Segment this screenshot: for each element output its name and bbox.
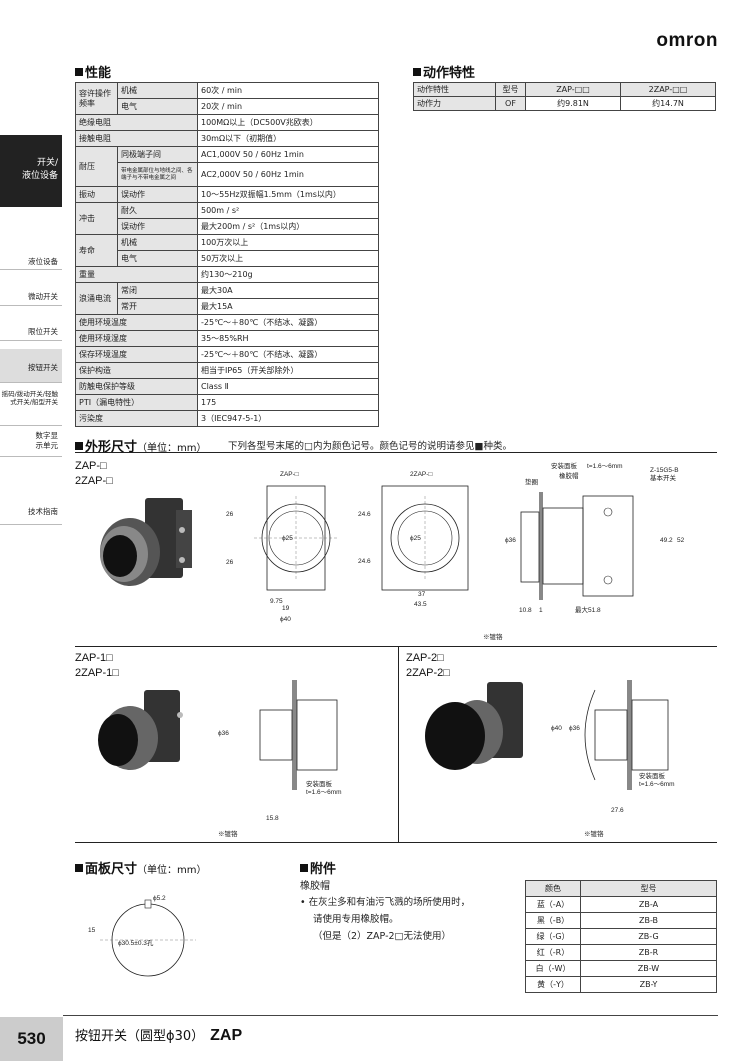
front-view-2zap: 2ZAP-□ 24.6 24.6 ϕ25 37 43.5 [358, 471, 469, 608]
accessory-heading: 附件 [300, 858, 336, 877]
sidebar-item-level[interactable]: 液位设备 [0, 243, 62, 270]
table-row: 黄（-Y）ZB-Y [525, 976, 717, 993]
side-view-zap: 安装面板 t=1.6～6mm 橡胶帽 垫圈 Z-15G5-B 基本开关 ϕ36 … [505, 461, 685, 614]
table-row: 黑（-B）ZB-B [525, 912, 717, 929]
panel-heading: 面板尺寸（单位：mm） [75, 858, 207, 877]
svg-text:橡胶帽: 橡胶帽 [559, 471, 579, 480]
svg-text:ZAP-□: ZAP-□ [280, 471, 299, 478]
svg-text:27.6: 27.6 [611, 807, 624, 814]
svg-text:ϕ5.2: ϕ5.2 [153, 895, 166, 902]
page-number: 530 [0, 1017, 63, 1061]
table-row: 绿（-G）ZB-G [525, 928, 717, 945]
plated-note-3: ※镀铬 [584, 831, 604, 838]
model-zap: ZAP-□2ZAP-□ [75, 460, 113, 487]
svg-text:19: 19 [282, 605, 290, 612]
side-view-zap-2: ϕ40 ϕ36 安装面板 t=1.6～6mm 27.6 [551, 680, 675, 814]
accessory-line-3: （但是（2）ZAP-2□无法使用） [313, 931, 452, 942]
svg-text:ϕ25: ϕ25 [282, 535, 293, 542]
model-zap-1: ZAP-1□2ZAP-1□ [75, 652, 119, 679]
svg-text:10.8: 10.8 [519, 607, 532, 614]
table-row: 蓝（-A）ZB-A [525, 896, 717, 913]
svg-text:ϕ40: ϕ40 [551, 725, 562, 732]
front-view-zap: ZAP-□ 26 26 ϕ25 9.75 19 ϕ40 [226, 471, 338, 623]
spec-heading: 性能 [75, 62, 111, 81]
sidebar-item-pushbutton[interactable]: 按钮开关 [0, 349, 62, 383]
dims-heading: 外形尺寸（单位：mm） [75, 436, 207, 455]
svg-text:43.5: 43.5 [414, 601, 427, 608]
dims-note: 下列各型号末尾的□内为颜色记号。颜色记号的说明请参见■种类。 [228, 441, 512, 452]
plated-note-2: ※镀铬 [218, 831, 238, 838]
table-row: 红（-R）ZB-R [525, 944, 717, 961]
svg-text:49.2: 49.2 [660, 537, 673, 544]
dims-rule-2 [75, 646, 717, 647]
svg-text:15: 15 [88, 927, 96, 934]
svg-text:基本开关: 基本开关 [650, 473, 677, 482]
accessory-line-2: 请使用专用橡胶帽。 [313, 914, 399, 925]
svg-text:ϕ36: ϕ36 [505, 537, 516, 544]
dims-rule-3 [75, 842, 717, 843]
svg-text:2ZAP-□: 2ZAP-□ [410, 471, 432, 478]
svg-text:t=1.6～6mm: t=1.6～6mm [587, 463, 623, 470]
svg-text:ϕ40: ϕ40 [280, 616, 291, 623]
svg-text:1: 1 [539, 607, 543, 614]
svg-text:t=1.6～6mm: t=1.6～6mm [306, 789, 342, 796]
model-zap-2: ZAP-2□2ZAP-2□ [406, 652, 450, 679]
sidebar-item-limit[interactable]: 限位开关 [0, 313, 62, 341]
dims-rule [75, 452, 717, 453]
svg-text:ϕ36: ϕ36 [218, 730, 229, 737]
sidebar-item-micro[interactable]: 微动开关 [0, 278, 62, 306]
svg-text:t=1.6～6mm: t=1.6～6mm [639, 781, 675, 788]
svg-text:安装面板: 安装面板 [551, 461, 578, 470]
accessory-line-1: • 在灰尘多和有油污飞溅的场所使用时， [300, 897, 471, 908]
sidebar-item-display[interactable]: 数字显示单元 [0, 429, 62, 457]
svg-text:9.75: 9.75 [270, 598, 283, 605]
switch-photo-2 [98, 690, 183, 770]
action-heading: 动作特性 [413, 62, 475, 81]
plated-note-1: ※镀铬 [483, 634, 503, 641]
table-row: 白（-W）ZB-W [525, 960, 717, 977]
svg-text:37: 37 [418, 591, 426, 598]
sidebar-item-toggle[interactable]: 摇码/拨动开关/轻触式开关/船型开关 [0, 388, 62, 426]
panel-cutout-drawing: ϕ5.2 15 ϕ30.5±0.3孔 [88, 895, 196, 977]
rubber-cap-table: 颜色型号 蓝（-A）ZB-A 黑（-B）ZB-B 绿（-G）ZB-G 红（-R）… [525, 880, 717, 993]
svg-text:26: 26 [226, 559, 234, 566]
svg-text:Z-15G5-B: Z-15G5-B [650, 467, 679, 474]
svg-text:ϕ36: ϕ36 [569, 725, 580, 732]
svg-text:安装面板: 安装面板 [639, 771, 666, 780]
svg-text:24.6: 24.6 [358, 511, 371, 518]
dims-divider [398, 646, 399, 842]
omron-logo: omron [656, 30, 718, 51]
sidebar-item-active[interactable]: 开关/ 液位设备 [0, 135, 62, 207]
svg-text:垫圈: 垫圈 [525, 477, 538, 486]
svg-text:15.8: 15.8 [266, 815, 279, 822]
footer-title: 按钮开关（圆型ϕ30）ZAP [75, 1027, 243, 1044]
switch-photo-1 [100, 498, 192, 586]
svg-text:24.6: 24.6 [358, 558, 371, 565]
svg-text:26: 26 [226, 511, 234, 518]
footer-rule [63, 1015, 718, 1016]
svg-text:52: 52 [677, 537, 685, 544]
sidebar-item-guide[interactable]: 技术指南 [0, 497, 62, 525]
svg-text:最大51.8: 最大51.8 [575, 605, 601, 614]
svg-text:安装面板: 安装面板 [306, 779, 333, 788]
accessory-name: 橡胶帽 [300, 881, 330, 892]
svg-text:ϕ30.5±0.3孔: ϕ30.5±0.3孔 [118, 939, 154, 947]
switch-photo-3 [425, 682, 523, 770]
side-view-zap-1: ϕ36 安装面板 t=1.6～6mm 15.8 [218, 680, 342, 822]
svg-text:ϕ25: ϕ25 [410, 535, 421, 542]
